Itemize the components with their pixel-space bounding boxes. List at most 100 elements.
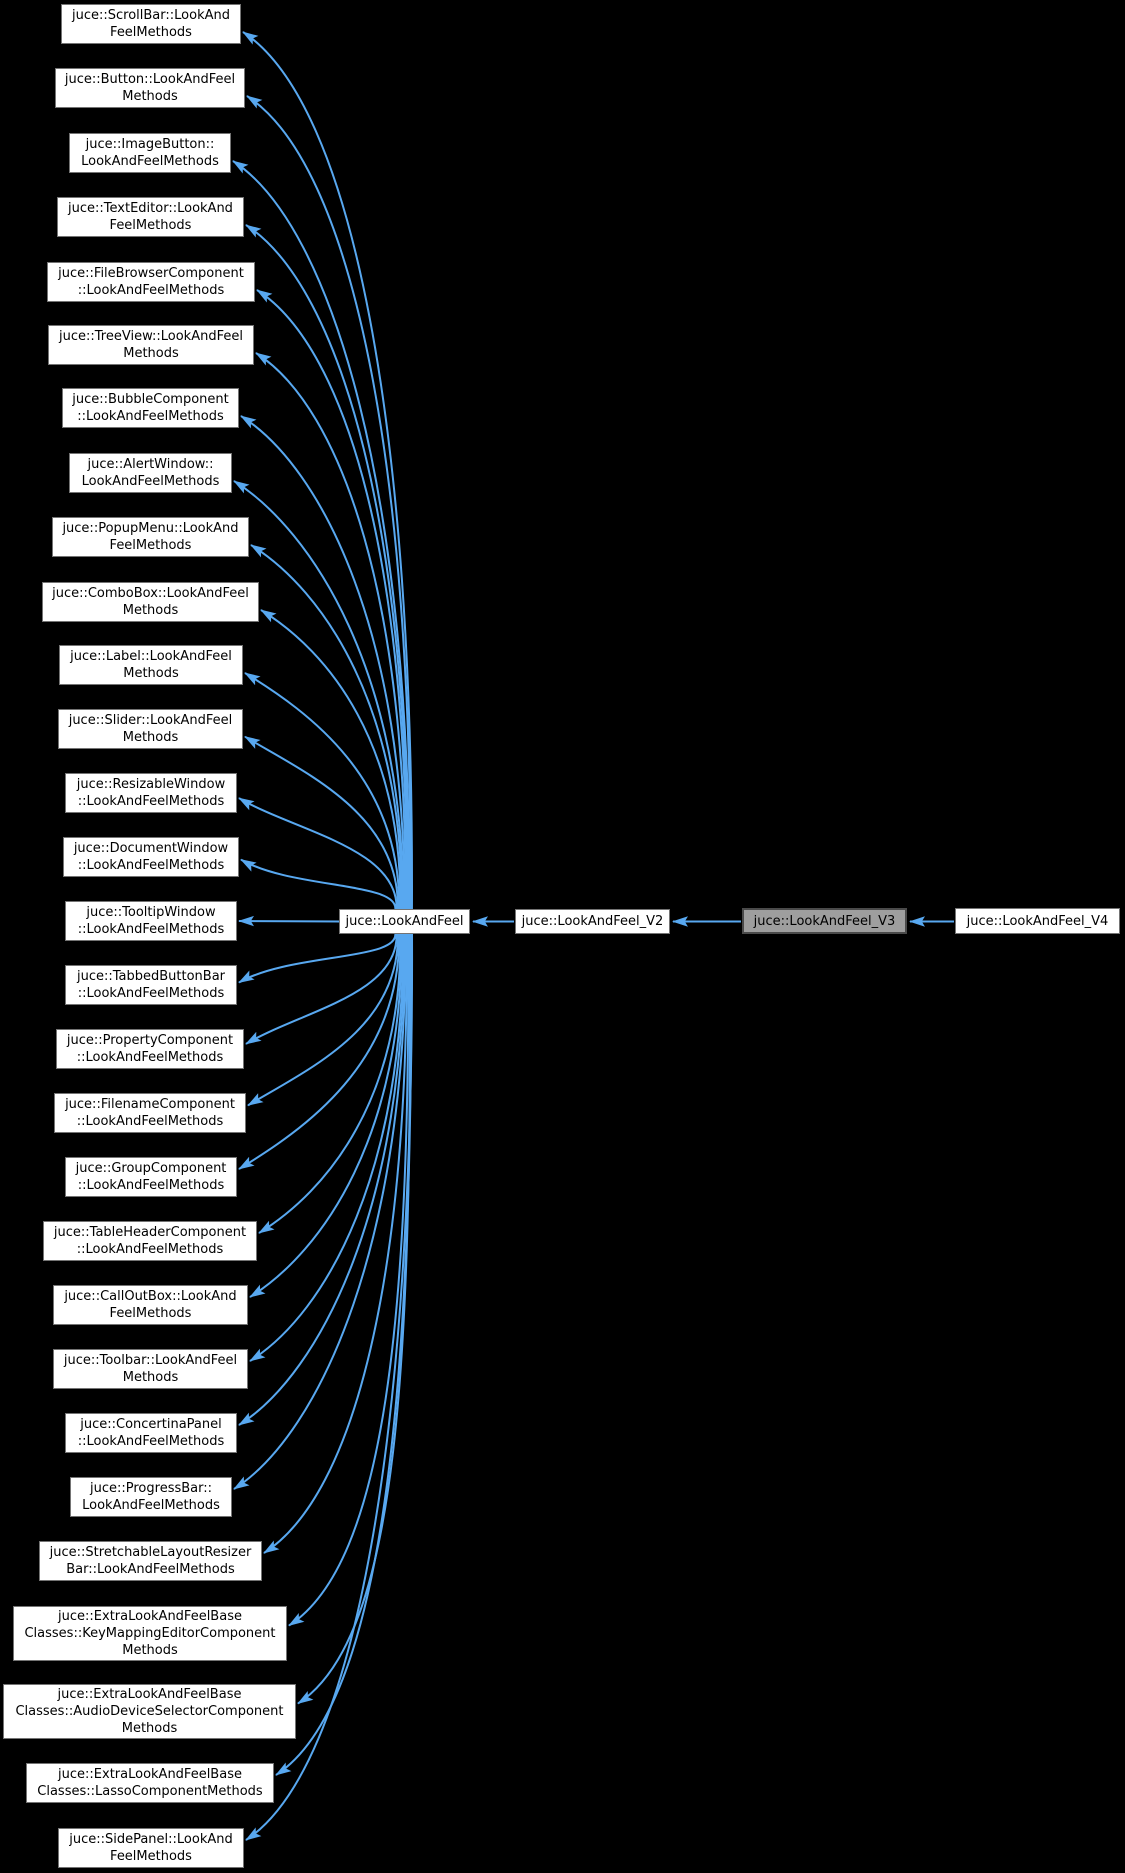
inheritance-arrow bbox=[244, 672, 401, 910]
class-node-lookandfeel-v2[interactable]: juce::LookAndFeel_V2 bbox=[515, 909, 670, 934]
class-node-label-line: juce::Button::LookAndFeel bbox=[64, 72, 236, 87]
class-node-concertinapanel-lookandfeelmethods[interactable]: juce::ConcertinaPanel::LookAndFeelMethod… bbox=[65, 1413, 237, 1453]
class-node-label-line: Methods bbox=[123, 666, 179, 681]
class-node-label-line: LookAndFeelMethods bbox=[81, 154, 219, 169]
class-node-label-line: FeelMethods bbox=[110, 25, 192, 40]
class-node-label-line: juce::ComboBox::LookAndFeel bbox=[52, 586, 249, 601]
class-node-bubblecomponent-lookandfeelmethods[interactable]: juce::BubbleComponent::LookAndFeelMethod… bbox=[62, 388, 239, 428]
inheritance-arrow bbox=[247, 933, 399, 1107]
class-node-lookandfeel[interactable]: juce::LookAndFeel bbox=[339, 909, 470, 934]
class-node-label-line: Methods bbox=[122, 1643, 178, 1658]
class-node-label-line: juce::PropertyComponent bbox=[66, 1033, 234, 1048]
class-node-label-line: ::LookAndFeelMethods bbox=[77, 409, 224, 424]
class-node-label-line: juce::Toolbar::LookAndFeel bbox=[63, 1353, 238, 1368]
class-node-label-line: FeelMethods bbox=[109, 538, 192, 553]
inheritance-arrow bbox=[288, 933, 410, 1627]
class-node-tabbedbuttonbar-lookandfeelmethods[interactable]: juce::TabbedButtonBar::LookAndFeelMethod… bbox=[65, 965, 237, 1005]
class-node-lookandfeel-v4[interactable]: juce::LookAndFeel_V4 bbox=[955, 908, 1120, 934]
class-node-label-line: LookAndFeelMethods bbox=[82, 1498, 220, 1513]
class-node-groupcomponent-lookandfeelmethods[interactable]: juce::GroupComponent::LookAndFeelMethods bbox=[65, 1157, 237, 1197]
class-node-label-line: juce::CallOutBox::LookAnd bbox=[64, 1289, 237, 1304]
class-node-label-line: Classes::KeyMappingEditorComponent bbox=[24, 1626, 276, 1641]
class-node-label-line: FeelMethods bbox=[109, 218, 192, 233]
class-node-propertycomponent-lookandfeelmethods[interactable]: juce::PropertyComponent::LookAndFeelMeth… bbox=[56, 1029, 244, 1069]
class-node-label-line: juce::ExtraLookAndFeelBase bbox=[58, 1609, 242, 1624]
class-node-label-line: juce::Slider::LookAndFeel bbox=[68, 713, 233, 728]
inheritance-arrow bbox=[238, 933, 397, 984]
inheritance-arrow bbox=[240, 858, 397, 910]
class-node-label-line: juce::TabbedButtonBar bbox=[76, 969, 226, 984]
inheritance-arrow bbox=[249, 933, 403, 1298]
inheritance-arrow bbox=[238, 933, 406, 1426]
class-node-label-line: ::LookAndFeelMethods bbox=[76, 1242, 224, 1257]
class-node-label-line: juce::AlertWindow:: bbox=[87, 457, 214, 472]
class-node-label-line: juce::TableHeaderComponent bbox=[53, 1225, 247, 1240]
class-node-label-line: juce::SidePanel::LookAnd bbox=[69, 1832, 233, 1847]
inheritance-arrow bbox=[246, 95, 412, 910]
class-node-documentwindow-lookandfeelmethods[interactable]: juce::DocumentWindow::LookAndFeelMethods bbox=[63, 837, 239, 877]
class-node-label-line: juce::BubbleComponent bbox=[72, 392, 229, 407]
class-node-label-line: ::LookAndFeelMethods bbox=[77, 986, 225, 1001]
class-node-label-line: Methods bbox=[122, 603, 179, 618]
class-node-filebrowsercomponent-lookandfeelmethods[interactable]: juce::FileBrowserComponent::LookAndFeelM… bbox=[47, 262, 255, 302]
class-node-label-line: Methods bbox=[122, 730, 179, 745]
class-node-progressbar-lookandfeelmethods[interactable]: juce::ProgressBar::LookAndFeelMethods bbox=[70, 1477, 232, 1517]
class-node-label-line: juce::LookAndFeel_V3 bbox=[753, 913, 896, 929]
class-node-tooltipwindow-lookandfeelmethods[interactable]: juce::TooltipWindow::LookAndFeelMethods bbox=[65, 901, 237, 941]
class-node-label-line: ::LookAndFeelMethods bbox=[76, 1050, 224, 1065]
class-node-tableheadercomponent-lookandfeelmethods[interactable]: juce::TableHeaderComponent::LookAndFeelM… bbox=[43, 1221, 257, 1261]
class-node-label-line: ::LookAndFeelMethods bbox=[76, 1114, 224, 1129]
class-node-imagebutton-lookandfeelmethods[interactable]: juce::ImageButton::LookAndFeelMethods bbox=[69, 133, 231, 173]
class-node-label-line: LookAndFeelMethods bbox=[81, 474, 220, 489]
class-node-label-line: Classes::LassoComponentMethods bbox=[37, 1784, 263, 1799]
class-node-label-line: juce::LookAndFeel_V4 bbox=[966, 913, 1109, 929]
class-node-label-line: juce::LookAndFeel_V2 bbox=[521, 914, 664, 929]
inheritance-arrow bbox=[263, 933, 408, 1554]
inheritance-arrow bbox=[249, 933, 404, 1362]
inheritance-arrow bbox=[242, 31, 413, 910]
class-node-alertwindow-lookandfeelmethods[interactable]: juce::AlertWindow::LookAndFeelMethods bbox=[69, 453, 232, 493]
class-node-label-line: juce::TreeView::LookAndFeel bbox=[59, 329, 243, 344]
class-node-label-line: ::LookAndFeelMethods bbox=[77, 1434, 225, 1449]
class-node-label-line: juce::GroupComponent bbox=[75, 1161, 227, 1176]
inheritance-arrow bbox=[245, 933, 414, 1841]
inheritance-arrow bbox=[240, 415, 406, 910]
class-node-label-line: FeelMethods bbox=[110, 1849, 192, 1864]
class-node-resizablewindow-lookandfeelmethods[interactable]: juce::ResizableWindow::LookAndFeelMethod… bbox=[65, 773, 237, 813]
inheritance-arrow bbox=[238, 933, 401, 1170]
inheritance-arrow bbox=[245, 933, 398, 1045]
class-node-label-line: Methods bbox=[121, 1721, 178, 1736]
class-node-label-line: FeelMethods bbox=[109, 1306, 192, 1321]
class-node-label-line: juce::ExtraLookAndFeelBase bbox=[58, 1767, 242, 1782]
inheritance-arrow bbox=[244, 735, 399, 910]
class-node-label-line: Methods bbox=[123, 346, 179, 361]
inheritance-arrow bbox=[238, 797, 398, 910]
inheritance-arrow bbox=[233, 480, 404, 910]
class-node-label-line: juce::DocumentWindow bbox=[73, 841, 229, 856]
class-node-label-line: juce::PopupMenu::LookAnd bbox=[62, 521, 239, 536]
class-node-lookandfeel-v3: juce::LookAndFeel_V3 bbox=[742, 908, 907, 934]
inheritance-arrow bbox=[250, 544, 403, 910]
inheritance-arrow bbox=[245, 224, 410, 910]
class-node-label-line: juce::TextEditor::LookAnd bbox=[68, 201, 233, 216]
class-node-label-line: ::LookAndFeelMethods bbox=[77, 794, 225, 809]
class-node-filenamecomponent-lookandfeelmethods[interactable]: juce::FilenameComponent::LookAndFeelMeth… bbox=[54, 1093, 246, 1133]
class-node-label-line: juce::FileBrowserComponent bbox=[58, 266, 244, 281]
class-node-label-line: juce::ResizableWindow bbox=[76, 777, 226, 792]
